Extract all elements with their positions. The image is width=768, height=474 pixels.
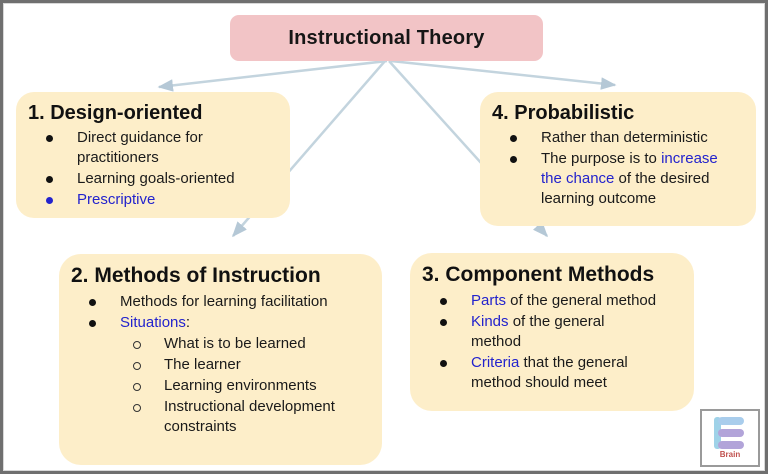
title-node: Instructional Theory <box>230 15 543 61</box>
logo-e-icon <box>714 417 746 449</box>
bullet-text: Instructional development constraints <box>164 398 335 435</box>
hollow-bullet-icon <box>133 362 141 370</box>
bullet-icon <box>440 298 447 305</box>
bullet-text: Prescriptive <box>77 191 156 208</box>
bullet-icon <box>89 299 96 306</box>
bullet-text: Situations: <box>120 314 191 331</box>
bullet-icon <box>46 197 53 204</box>
hollow-bullet-icon <box>133 404 141 412</box>
bullet-text: The purpose is to increase the chance of… <box>541 150 718 207</box>
arrow-to-probabilistic <box>390 59 617 90</box>
box-component-methods: 3. Component Methods Parts of the genera… <box>410 253 694 411</box>
bullet-text: Direct guidance for practitioners <box>77 129 203 166</box>
bullet-item: Learning goals-oriented <box>28 169 282 189</box>
bullet-icon <box>89 320 96 327</box>
sub-bullet-item: What is to be learned <box>71 334 374 354</box>
diagram-title: Instructional Theory <box>288 26 485 49</box>
arrow-to-design-oriented <box>157 59 388 92</box>
bullet-text: Learning environments <box>164 377 317 394</box>
bullet-item: Criteria that the general method should … <box>422 353 686 393</box>
hollow-bullet-icon <box>133 383 141 391</box>
bullet-item: Methods for learning facilitation <box>71 292 374 312</box>
box-heading: 1. Design-oriented <box>28 102 203 124</box>
bullet-icon <box>510 156 517 163</box>
box-heading: 4. Probabilistic <box>492 102 635 124</box>
box-probabilistic: 4. Probabilistic Rather than determinist… <box>480 92 756 226</box>
bullet-text: Criteria that the general method should … <box>471 354 628 391</box>
sub-bullet-item: Instructional development constraints <box>71 397 374 437</box>
bullet-text: Methods for learning facilitation <box>120 293 328 310</box>
bullet-item: Direct guidance for practitioners <box>28 128 282 168</box>
logo-brand-text: Brain <box>719 450 741 459</box>
bullet-item: Prescriptive <box>28 190 282 210</box>
bullet-item: Rather than deterministic <box>492 128 748 148</box>
sub-bullet-item: Learning environments <box>71 376 374 396</box>
box-methods-of-instruction: 2. Methods of Instruction Methods for le… <box>59 254 382 465</box>
bullet-item: Situations: <box>71 313 374 333</box>
bullet-icon <box>46 176 53 183</box>
bullet-text: The learner <box>164 356 241 373</box>
box-heading: 2. Methods of Instruction <box>71 264 321 287</box>
bullet-icon <box>440 360 447 367</box>
bullet-item: The purpose is to increase the chance of… <box>492 149 748 209</box>
bullet-icon <box>46 135 53 142</box>
bullet-text: Parts of the general method <box>471 292 657 309</box>
bullet-item: Parts of the general method <box>422 291 686 311</box>
bullet-text: Kinds of the general method <box>471 313 605 350</box>
box-heading: 3. Component Methods <box>422 263 655 286</box>
hollow-bullet-icon <box>133 341 141 349</box>
bullet-text: Rather than deterministic <box>541 129 708 146</box>
bullet-text: Learning goals-oriented <box>77 170 235 187</box>
brand-logo: Brain <box>700 409 760 467</box>
bullet-text: What is to be learned <box>164 335 306 352</box>
bullet-item: Kinds of the general method <box>422 312 686 352</box>
box-design-oriented: 1. Design-oriented Direct guidance for p… <box>16 92 290 218</box>
bullet-icon <box>510 135 517 142</box>
bullet-icon <box>440 319 447 326</box>
sub-bullet-item: The learner <box>71 355 374 375</box>
